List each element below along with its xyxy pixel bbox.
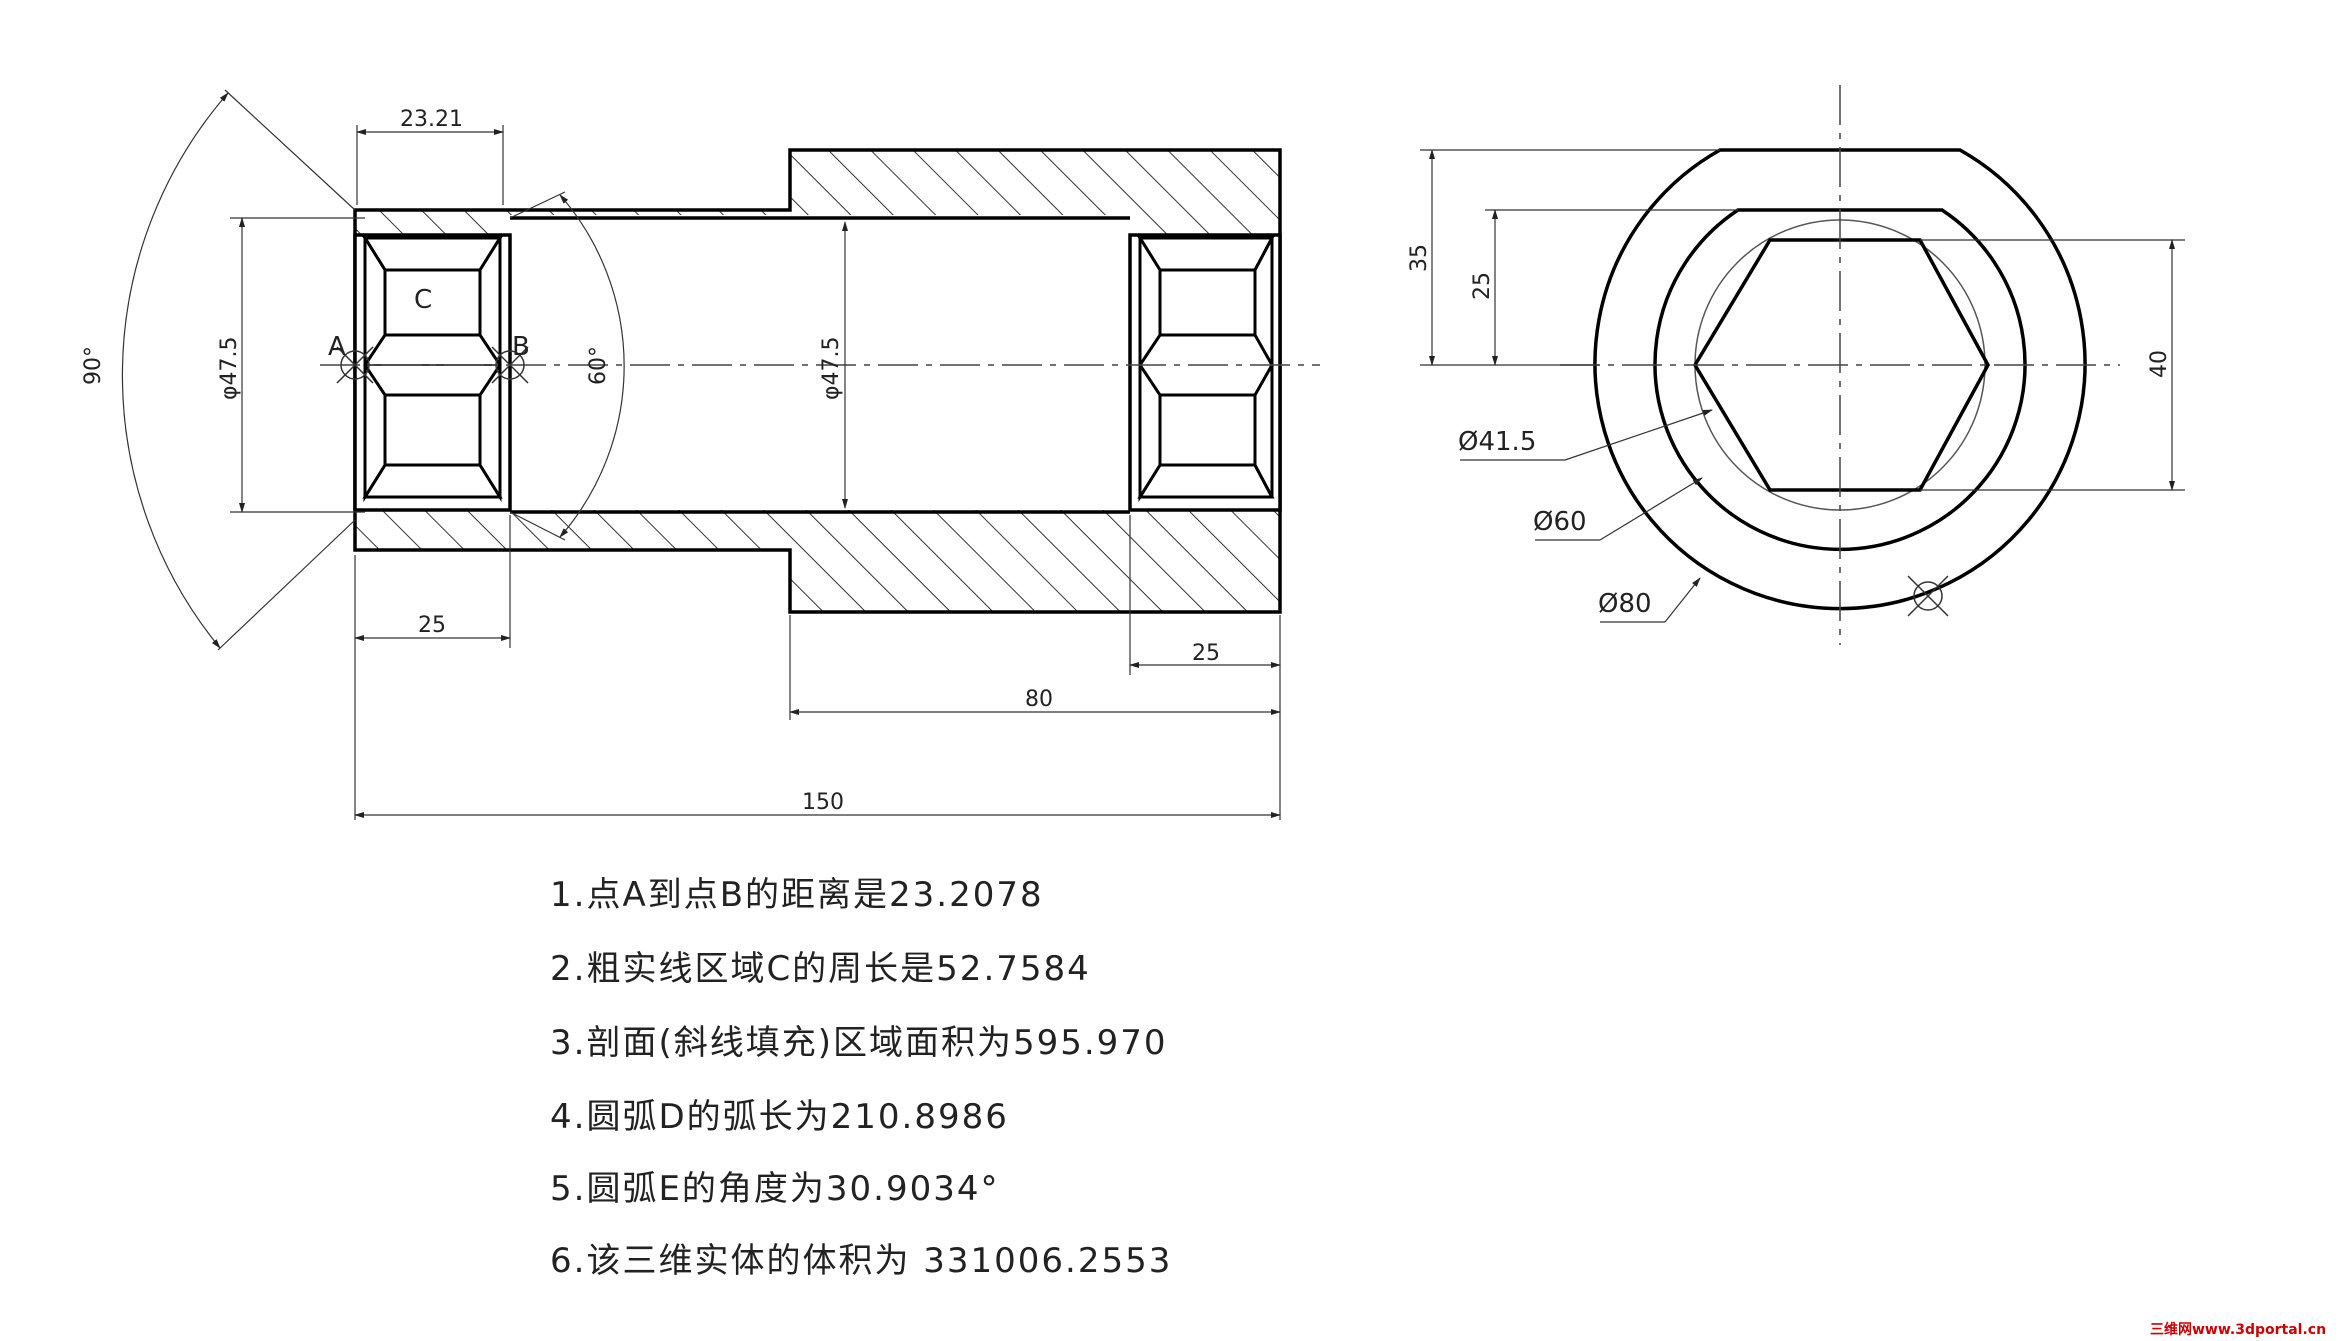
note-2: 2.粗实线区域C的周长是52.7584: [550, 949, 1091, 989]
dim-40: 40: [2147, 350, 2172, 378]
dim-d80: Ø80: [1598, 589, 1652, 619]
right-hex-pocket: [1128, 232, 1282, 512]
dim-left-diameter: φ47.5: [217, 337, 242, 401]
point-marker: [1913, 581, 1943, 611]
note-6: 6.该三维实体的体积为 331006.2553: [550, 1241, 1172, 1281]
hatched-section: [355, 150, 1280, 612]
left-hex-pocket: [353, 232, 512, 512]
region-c-label: C: [414, 285, 432, 315]
dim-length-150: 150: [802, 790, 844, 815]
point-a-marker: [340, 350, 370, 380]
dim-25: 25: [1470, 272, 1495, 300]
note-4: 4.圆弧D的弧长为210.8986: [550, 1097, 1009, 1137]
point-b-label: B: [512, 332, 530, 362]
outer-circle-80: [1593, 148, 2087, 611]
dim-angle-60: 60°: [586, 346, 611, 385]
dim-bottom-left: 25: [418, 613, 446, 638]
note-3: 3.剖面(斜线填充)区域面积为595.970: [550, 1023, 1168, 1063]
dim-35: 35: [1407, 244, 1432, 272]
dim-length-80: 80: [1025, 687, 1053, 712]
section-view: A B C 23.21 25 25 80 150 φ47.5 φ47.5: [81, 89, 1320, 820]
notes: 1.点A到点B的距离是23.2078 2.粗实线区域C的周长是52.7584 3…: [550, 875, 1172, 1281]
dim-angle-90: 90°: [81, 346, 106, 385]
point-b-marker: [495, 350, 525, 380]
dim-top-width: 23.21: [400, 107, 463, 132]
end-view: 35 25 40 Ø41.5 Ø60 Ø80: [1407, 85, 2185, 645]
dim-d60: Ø60: [1533, 507, 1587, 537]
part-outline: [353, 148, 1282, 614]
circle-60: [1653, 208, 2027, 552]
note-1: 1.点A到点B的距离是23.2078: [550, 875, 1044, 915]
dim-center-diameter: φ47.5: [819, 337, 844, 401]
note-5: 5.圆弧E的角度为30.9034°: [550, 1169, 1000, 1209]
watermark: 三维网www.3dportal.cn: [2150, 1321, 2326, 1338]
dim-bottom-right: 25: [1192, 641, 1220, 666]
point-a-label: A: [328, 332, 346, 362]
dim-d41-5: Ø41.5: [1458, 427, 1536, 457]
